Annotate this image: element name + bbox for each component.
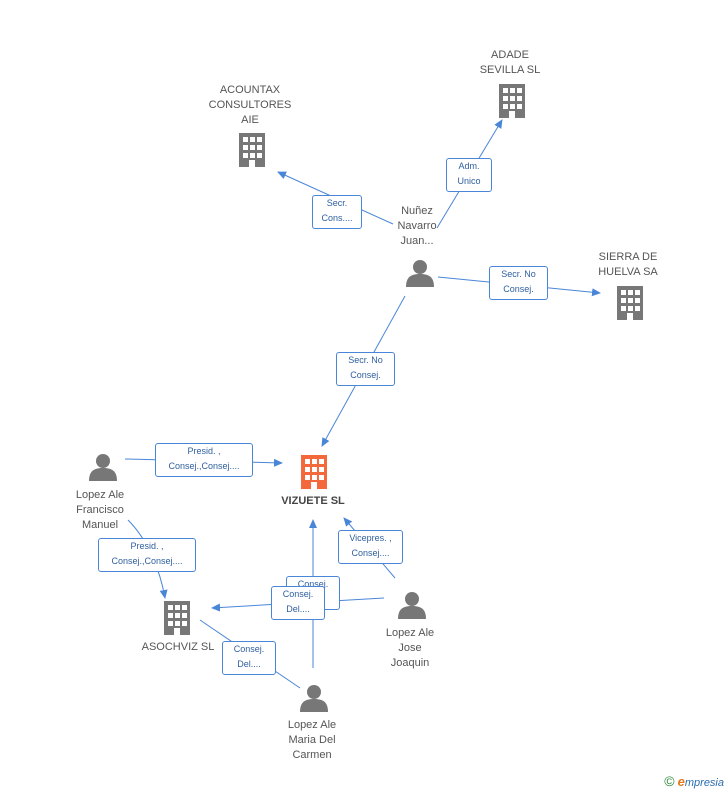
node-label-sierra[interactable]: SIERRA DE HUELVA SA — [598, 251, 658, 278]
edge-label-presid-asochviz: Presid. , Consej.,Consej.... — [98, 538, 196, 572]
empresia-watermark: © empresia — [664, 773, 724, 789]
person-icon-lopez-maria[interactable] — [300, 685, 328, 712]
node-label-adade[interactable]: ADADE SEVILLA SL — [479, 49, 541, 76]
brand-initial: e — [677, 774, 685, 789]
node-label-nunez[interactable]: Nuñez Navarro Juan... — [397, 205, 437, 247]
person-icon-nunez[interactable] — [406, 260, 434, 287]
building-icon-sierra[interactable] — [617, 286, 643, 320]
building-icon-adade[interactable] — [499, 84, 525, 118]
edge-label-secr-cons: Secr. Cons.... — [312, 195, 362, 229]
edge-label-adm-unico: Adm. Unico — [446, 158, 492, 192]
person-icon-lopez-francisco[interactable] — [89, 454, 117, 481]
building-icon-acountax[interactable] — [239, 133, 265, 167]
node-label-acountax[interactable]: ACOUNTAX CONSULTORES AIE — [208, 84, 292, 126]
building-icon-asochviz[interactable] — [164, 601, 190, 635]
copyright-icon: © — [664, 773, 675, 789]
node-label-asochviz[interactable]: ASOCHVIZ SL — [141, 641, 215, 653]
person-icon-lopez-jose[interactable] — [398, 592, 426, 619]
node-label-lopez-francisco[interactable]: Lopez Ale Francisco Manuel — [75, 489, 125, 531]
building-icon-vizuete[interactable] — [301, 455, 327, 489]
edges — [124, 119, 601, 689]
brand-name: mpresia — [684, 777, 724, 789]
edge-label-consej-del-front: Consej. Del.... — [271, 586, 325, 620]
node-label-lopez-maria[interactable]: Lopez Ale Maria Del Carmen — [287, 719, 337, 761]
edge-label-vicepres-consej: Vicepres. , Consej.... — [338, 530, 403, 564]
edge-label-consej-del-maria: Consej. Del.... — [222, 641, 276, 675]
edge-label-presid-vizuete: Presid. , Consej.,Consej.... — [155, 443, 253, 477]
node-label-lopez-jose[interactable]: Lopez Ale Jose Joaquin — [385, 627, 435, 669]
node-label-vizuete[interactable]: VIZUETE SL — [281, 495, 345, 507]
edge-label-secr-no-consej-vizuete: Secr. No Consej. — [336, 352, 395, 386]
edge-label-secr-no-consej-sierra: Secr. No Consej. — [489, 266, 548, 300]
